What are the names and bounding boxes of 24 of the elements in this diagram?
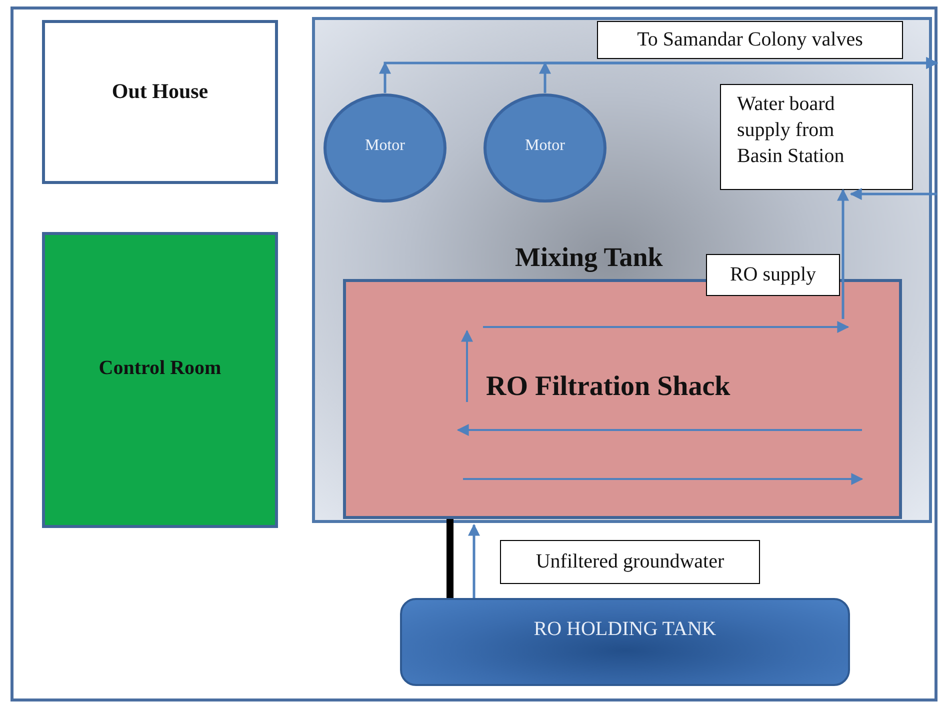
motor-label: Motor bbox=[524, 137, 566, 155]
callout-text: To Samandar Colony valves bbox=[636, 28, 864, 52]
flow-arrow bbox=[850, 188, 937, 200]
area-label: RO Filtration Shack bbox=[486, 371, 730, 403]
mixing-tank-box bbox=[312, 17, 932, 523]
callout-box bbox=[500, 540, 760, 584]
callout-box bbox=[706, 254, 840, 296]
area-label: Out House bbox=[110, 79, 210, 104]
motor-label: Motor bbox=[364, 137, 406, 155]
callout-text: RO HOLDING TANK bbox=[532, 618, 718, 641]
holding-tank-box bbox=[400, 598, 850, 686]
flow-arrow bbox=[539, 57, 938, 93]
callout-text: Unfiltered groundwater bbox=[534, 550, 726, 574]
callout-box bbox=[597, 21, 903, 59]
callout-text: RO supply bbox=[728, 264, 818, 286]
callout-text: Water board supply from Basin Station bbox=[737, 92, 846, 169]
building-box bbox=[42, 20, 278, 184]
pipe-line bbox=[446, 519, 454, 598]
flow-arrow bbox=[837, 188, 849, 319]
area-label: Control Room bbox=[98, 357, 222, 380]
callout-box bbox=[720, 84, 913, 190]
building-box bbox=[42, 232, 278, 528]
flow-arrow bbox=[468, 524, 480, 598]
area-label: Mixing Tank bbox=[515, 242, 663, 273]
